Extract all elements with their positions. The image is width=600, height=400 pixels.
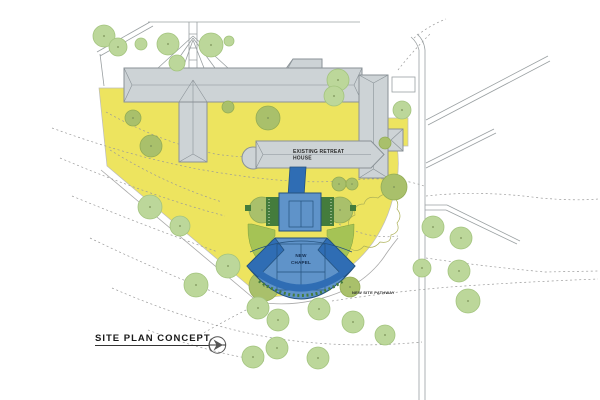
trees	[92, 24, 481, 370]
chapel-apse-band	[258, 271, 344, 292]
chapel-wing-left	[246, 237, 285, 278]
title-block: SITE PLAN CONCEPT	[95, 333, 227, 354]
hedge-strip-left	[266, 197, 279, 226]
retreat-house-building	[123, 58, 416, 179]
pathway-label: NEW SITE PATHWAY	[352, 290, 395, 295]
chapel-building	[245, 166, 356, 300]
hedge-block-right	[350, 205, 356, 211]
retreat-house-label-line2: HOUSE	[293, 156, 312, 162]
page-title: SITE PLAN CONCEPT	[95, 333, 211, 344]
court-rectangle	[391, 76, 416, 93]
hedge-block-left	[245, 205, 251, 211]
hedge-strip-right	[321, 197, 334, 226]
site-path-edge	[100, 169, 399, 305]
plan-labels: EXISTING RETREAT HOUSE NEW CHAPEL NEW SI…	[291, 149, 395, 295]
chapel-wing-right	[317, 237, 356, 278]
chapel-link	[287, 166, 307, 197]
retreat-house-label-line1: EXISTING RETREAT	[293, 149, 344, 155]
chapel-label-line2: CHAPEL	[291, 260, 311, 265]
chapel-label-line1: NEW	[295, 253, 307, 258]
chapel-entry-hall	[278, 192, 322, 232]
chapel-hedge-arc	[258, 279, 344, 297]
north-arrow-compass-icon	[208, 336, 227, 354]
shrub-mass-outline	[345, 193, 401, 251]
